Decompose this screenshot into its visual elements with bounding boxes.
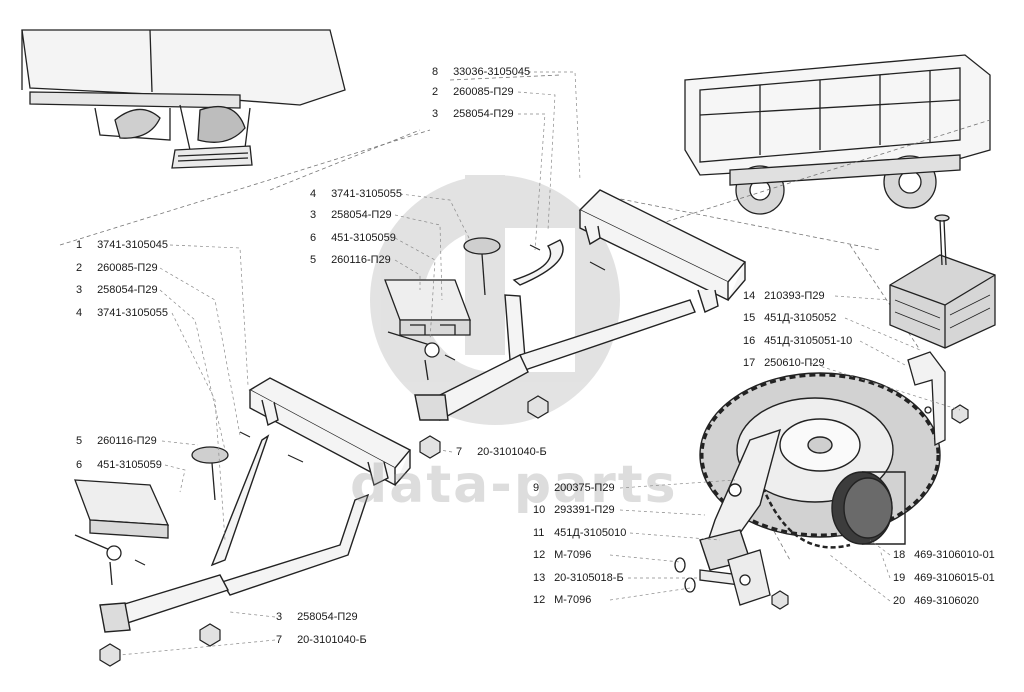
callout-label: 12 М-7096 — [533, 594, 592, 606]
nut-icons — [99, 395, 969, 667]
callout-label: 15 451Д-3105052 — [743, 312, 837, 324]
watermark-logo — [370, 175, 620, 425]
callout-label: 3 258054-П29 — [276, 611, 358, 623]
callout-label: 2 260085-П29 — [76, 262, 158, 274]
callout-label: 20 469-3106020 — [893, 595, 979, 607]
callout-label: 14 210393-П29 — [743, 290, 825, 302]
callout-label: 8 33036-3105045 — [432, 66, 531, 78]
callout-label: 16 451Д-3105051-10 — [743, 335, 853, 347]
callout-label: 18 469-3106010-01 — [893, 549, 995, 561]
callout-label: 11 451Д-3105010 — [533, 527, 627, 539]
upper-carrier-bracket — [414, 189, 747, 421]
callout-label: 6 451-3105059 — [76, 459, 162, 471]
callout-label: 4 3741-3105055 — [76, 307, 169, 319]
mounting-plate — [907, 351, 946, 447]
wood-block — [889, 214, 996, 349]
callout-label: 5 260116-П29 — [76, 435, 157, 447]
callout-label: 4 3741-3105055 — [310, 188, 403, 200]
callout-label: 3 258054-П29 — [432, 108, 514, 120]
callout-label: 6 451-3105059 — [310, 232, 396, 244]
callout-label: 19 469-3106015-01 — [893, 572, 995, 584]
hinge-pin-parts — [674, 549, 771, 606]
tire-liner — [831, 471, 906, 545]
callout-label: 9 200375-П29 — [533, 482, 615, 494]
callout-label: 2 260085-П29 — [432, 86, 514, 98]
upper-clamp-block — [384, 237, 501, 381]
inset-truck-underside — [21, 29, 346, 169]
watermark-text: data-parts — [350, 455, 678, 515]
callout-label: 13 20-3105018-Б — [533, 572, 624, 584]
small-bolts — [134, 244, 606, 566]
callout-label: 17 250610-П29 — [743, 357, 825, 369]
leader-lines — [119, 71, 961, 656]
inset-truck-rear — [684, 54, 991, 215]
callout-label: 1 3741-3105045 — [76, 239, 169, 251]
callout-label: 3 258054-П29 — [76, 284, 158, 296]
callout-label: 3 258054-П29 — [310, 209, 392, 221]
callout-label: 12 М-7096 — [533, 549, 592, 561]
callout-label: 10 293391-П29 — [533, 504, 615, 516]
callout-label: 7 20-3101040-Б — [276, 634, 367, 646]
callout-label: 7 20-3101040-Б — [456, 446, 547, 458]
callout-label: 5 260116-П29 — [310, 254, 391, 266]
lower-carrier-bracket — [99, 377, 412, 633]
